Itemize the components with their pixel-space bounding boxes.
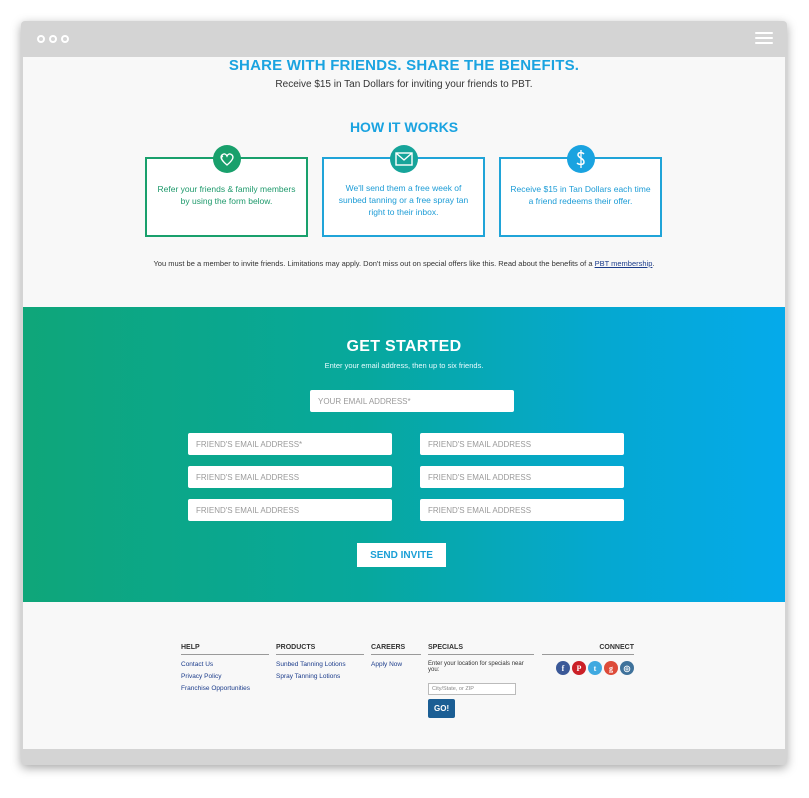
footer-link-apply-now[interactable]: Apply Now <box>371 661 403 668</box>
envelope-icon <box>389 145 418 173</box>
browser-titlebar <box>21 21 787 57</box>
go-button[interactable]: GO! <box>428 699 455 718</box>
card-text-line: Receive $15 in Tan Dollars each time <box>510 184 651 194</box>
card-text-line: a friend redeems their offer. <box>528 196 633 206</box>
pinterest-icon[interactable]: P <box>572 661 586 675</box>
get-started-subtitle: Enter your email address, then up to six… <box>324 361 484 370</box>
card-text-line: Refer your friends & family members <box>157 184 296 194</box>
footer-heading: CONNECT <box>542 644 634 655</box>
page-subtitle: Receive $15 in Tan Dollars for inviting … <box>275 79 533 90</box>
footer-heading: CAREERS <box>371 644 421 655</box>
referral-intro: SHARE WITH FRIENDS. SHARE THE BENEFITS. … <box>23 57 785 307</box>
instagram-icon[interactable]: ◎ <box>620 661 634 675</box>
your-email-input[interactable] <box>310 390 514 412</box>
footer-specials: SPECIALS Enter your location for special… <box>428 644 534 718</box>
page-title: SHARE WITH FRIENDS. SHARE THE BENEFITS. <box>228 57 580 74</box>
card-text-line: right to their inbox. <box>368 207 439 217</box>
membership-notice: You must be a member to invite friends. … <box>23 259 785 268</box>
friend-email-input-1[interactable] <box>188 433 392 455</box>
how-card-reward: Receive $15 in Tan Dollars each time a f… <box>499 145 662 237</box>
footer-heading: PRODUCTS <box>276 644 364 655</box>
send-invite-button[interactable]: SEND INVITE <box>357 543 446 567</box>
site-footer: HELP Contact Us Privacy Policy Franchise… <box>23 602 785 749</box>
get-started-title: GET STARTED <box>346 338 462 355</box>
footer-heading: HELP <box>181 644 269 655</box>
footer-connect: CONNECT f P t g ◎ <box>542 644 634 675</box>
notice-end: . <box>652 259 655 268</box>
how-it-works-title: HOW IT WORKS <box>349 119 459 135</box>
footer-link-contact-us[interactable]: Contact Us <box>181 661 214 668</box>
footer-link-privacy-policy[interactable]: Privacy Policy <box>181 673 222 680</box>
hearts-icon <box>212 145 241 173</box>
window-dot-icon[interactable] <box>37 35 45 43</box>
friend-email-input-6[interactable] <box>420 499 624 521</box>
footer-link-franchise-opportunities[interactable]: Franchise Opportunities <box>181 685 251 692</box>
footer-careers: CAREERS Apply Now <box>371 644 421 673</box>
footer-link-sunbed-lotions[interactable]: Sunbed Tanning Lotions <box>276 661 346 668</box>
card-text-line: We'll send them a free week of <box>345 183 462 193</box>
window-dot-icon[interactable] <box>49 35 57 43</box>
twitter-icon[interactable]: t <box>588 661 602 675</box>
how-card-refer: Refer your friends & family members by u… <box>145 145 308 237</box>
social-links: f P t g ◎ <box>542 661 634 675</box>
browser-window: SHARE WITH FRIENDS. SHARE THE BENEFITS. … <box>21 21 787 765</box>
facebook-icon[interactable]: f <box>556 661 570 675</box>
friend-email-input-4[interactable] <box>420 466 624 488</box>
footer-products: PRODUCTS Sunbed Tanning Lotions Spray Ta… <box>276 644 364 685</box>
window-dot-icon[interactable] <box>61 35 69 43</box>
friend-email-input-5[interactable] <box>188 499 392 521</box>
pbt-membership-link[interactable]: PBT membership <box>594 259 653 268</box>
location-input[interactable] <box>428 683 516 695</box>
how-card-send: We'll send them a free week of sunbed ta… <box>322 145 485 237</box>
specials-note: Enter your location for specials near yo… <box>428 661 524 673</box>
hamburger-menu-icon[interactable] <box>755 32 773 46</box>
footer-heading: SPECIALS <box>428 644 534 655</box>
card-text-line: by using the form below. <box>180 196 273 206</box>
dollar-icon <box>566 145 595 173</box>
card-text-line: sunbed tanning or a free spray tan <box>338 195 469 205</box>
page-content: SHARE WITH FRIENDS. SHARE THE BENEFITS. … <box>23 57 785 749</box>
friend-email-input-3[interactable] <box>188 466 392 488</box>
friend-email-input-2[interactable] <box>420 433 624 455</box>
get-started-section: GET STARTED Enter your email address, th… <box>23 307 785 602</box>
google-plus-icon[interactable]: g <box>604 661 618 675</box>
footer-help: HELP Contact Us Privacy Policy Franchise… <box>181 644 269 697</box>
window-controls <box>37 35 69 43</box>
footer-link-spray-lotions[interactable]: Spray Tanning Lotions <box>276 673 341 680</box>
notice-text: You must be a member to invite friends. … <box>153 259 595 268</box>
